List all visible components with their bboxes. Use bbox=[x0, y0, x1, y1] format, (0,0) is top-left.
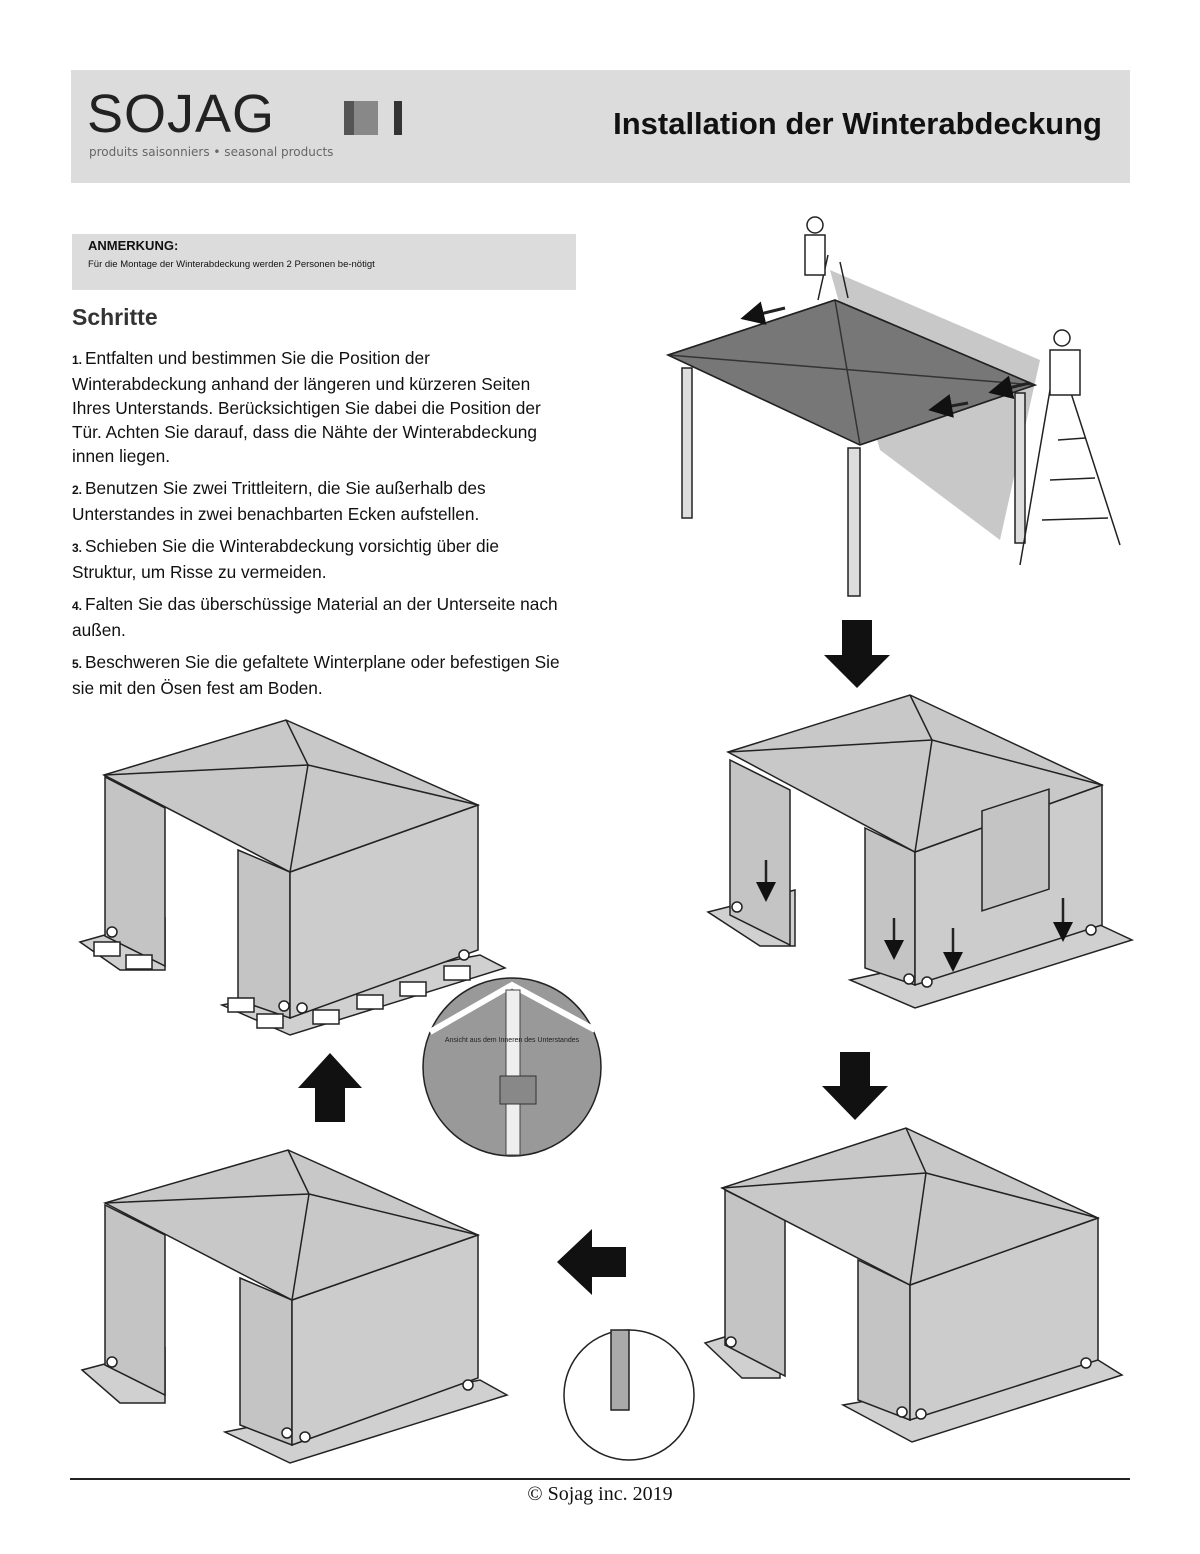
steps-heading: Schritte bbox=[72, 304, 158, 330]
step-item: 5.Beschweren Sie die gefaltete Winterpla… bbox=[72, 652, 560, 698]
step-item: 3.Schieben Sie die Winterabdeckung vorsi… bbox=[72, 536, 500, 582]
footer-copyright: © Sojag inc. 2019 bbox=[527, 1483, 673, 1505]
covered-gazebo-pegs bbox=[563, 1127, 1124, 1461]
covered-gazebo-weighted bbox=[78, 719, 507, 1036]
detail-caption: Ansicht aus dem Inneren des Unterstandes bbox=[445, 1037, 580, 1044]
note-text: Für die Montage der Winterabdeckung werd… bbox=[88, 259, 375, 270]
step-item: 2.Benutzen Sie zwei Trittleitern, die Si… bbox=[72, 478, 486, 524]
step-item: 1.Entfalten und bestimmen Sie die Positi… bbox=[72, 348, 541, 466]
interior-detail-view: Ansicht aus dem Inneren des Unterstandes bbox=[422, 977, 602, 1157]
covered-gazebo-fold bbox=[706, 694, 1135, 1009]
brand-mark-icon bbox=[344, 101, 402, 135]
page-title: Installation der Winterabdeckung bbox=[613, 106, 1102, 141]
footer-rule bbox=[70, 1478, 1130, 1480]
arrow-up-icon bbox=[298, 1053, 362, 1122]
steps-list: 1.Entfalten und bestimmen Sie die Positi… bbox=[72, 346, 564, 708]
step-item: 4.Falten Sie das überschüssige Material … bbox=[72, 594, 558, 640]
note-box: ANMERKUNG: Für die Montage der Winterabd… bbox=[72, 234, 576, 290]
arrow-left-icon bbox=[557, 1229, 626, 1295]
arrow-down-icon bbox=[824, 620, 890, 688]
header-bar: SOJAG produits saisonniers • seasonal pr… bbox=[71, 70, 1130, 183]
svg-text:Ansicht aus dem Inneren des Un: Ansicht aus dem Inneren des Unterstandes bbox=[445, 1037, 580, 1044]
brand-logo: SOJAG bbox=[87, 84, 276, 144]
arrow-down-icon bbox=[822, 1052, 888, 1120]
covered-gazebo-folded bbox=[80, 1149, 509, 1464]
note-heading: ANMERKUNG: bbox=[88, 238, 179, 253]
brand-tagline: produits saisonniers • seasonal products bbox=[89, 145, 334, 159]
gazebo-frame-illustration bbox=[665, 216, 1121, 597]
